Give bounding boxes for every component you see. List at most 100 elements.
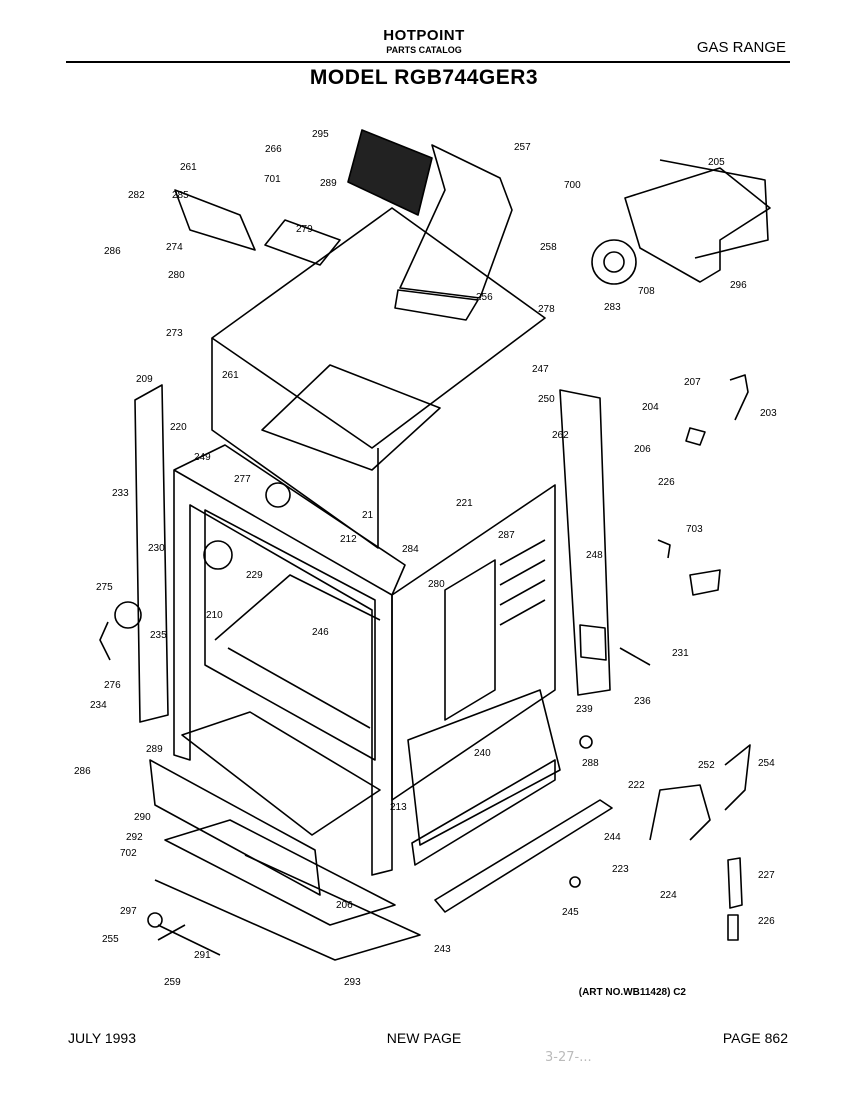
callout-label: 280 <box>428 579 445 590</box>
callout-label: 231 <box>672 648 689 659</box>
footer-date: JULY 1993 <box>68 1030 136 1046</box>
callout-label: 261 <box>180 162 197 173</box>
callout-label: 282 <box>128 190 145 201</box>
callout-label: 274 <box>166 242 183 253</box>
burner <box>591 239 637 285</box>
callout-label: 700 <box>564 180 581 191</box>
callout-label: 240 <box>474 748 491 759</box>
left-trim <box>134 384 169 723</box>
callout-label: 284 <box>402 544 419 555</box>
catalog-subtitle: PARTS CATALOG <box>386 45 462 55</box>
callout-label: 21 <box>362 510 374 521</box>
callout-label: 257 <box>514 142 531 153</box>
callout-label: 227 <box>758 870 775 881</box>
callout-label: 203 <box>760 408 777 419</box>
callout-label: 256 <box>476 292 493 303</box>
vent-duct <box>399 144 513 299</box>
callout-label: 233 <box>112 488 129 499</box>
callout-label: 210 <box>206 610 223 621</box>
callout-label: 286 <box>104 246 121 257</box>
bottom-pan <box>164 819 396 926</box>
callout-label: 287 <box>498 530 515 541</box>
callout-label: 207 <box>684 377 701 388</box>
callout-label: 230 <box>148 543 165 554</box>
callout-label: 248 <box>586 550 603 561</box>
callout-label: 285 <box>172 190 189 201</box>
callout-label: 226 <box>758 916 775 927</box>
callout-label: 254 <box>758 758 775 769</box>
callout-label: 252 <box>698 760 715 771</box>
callout-label: 277 <box>234 474 251 485</box>
knob <box>114 601 142 629</box>
side-trim <box>559 389 611 696</box>
callout-label: 236 <box>634 696 651 707</box>
callout-label: 296 <box>730 280 747 291</box>
base-frame <box>154 854 421 961</box>
callout-label: 220 <box>170 422 187 433</box>
brand-title: HOTPOINT <box>383 27 465 44</box>
footer-note: NEW PAGE <box>386 1030 462 1046</box>
callout-label: 295 <box>312 129 329 140</box>
callout-label: 297 <box>120 906 137 917</box>
handwritten-mark: 3-27-... <box>545 1050 592 1065</box>
callout-label: 258 <box>540 242 557 253</box>
callout-label: 234 <box>90 700 107 711</box>
category-label: GAS RANGE <box>696 39 786 56</box>
callout-label: 703 <box>686 524 703 535</box>
callout-label: 291 <box>194 950 211 961</box>
side-panel <box>391 484 556 801</box>
callout-label: 283 <box>604 302 621 313</box>
callout-label: 213 <box>390 802 407 813</box>
callout-label: 206 <box>336 900 353 911</box>
callout-label: 247 <box>532 364 549 375</box>
top-panel-recess <box>261 364 441 471</box>
callout-label: 261 <box>222 370 239 381</box>
callout-labels: 295 257 266 261 701 289 205 282 285 279 … <box>74 129 777 988</box>
callout-label: 244 <box>604 832 621 843</box>
callout-label: 250 <box>538 394 555 405</box>
oven-cavity <box>204 509 376 761</box>
callout-label: 293 <box>344 977 361 988</box>
callout-label: 243 <box>434 944 451 955</box>
callout-label: 266 <box>265 144 282 155</box>
callout-label: 204 <box>642 402 659 413</box>
broiler-drawer <box>181 711 381 836</box>
callout-label: 245 <box>562 907 579 918</box>
callout-label: 288 <box>582 758 599 769</box>
callout-label: 255 <box>102 934 119 945</box>
callout-label: 702 <box>120 848 137 859</box>
model-title: MODEL RGB744GER3 <box>309 66 539 89</box>
callout-label: 239 <box>576 704 593 715</box>
callout-label: 205 <box>708 157 725 168</box>
rear-panel <box>211 338 379 549</box>
callout-label: 292 <box>126 832 143 843</box>
callout-label: 226 <box>658 477 675 488</box>
footer-page: PAGE 862 <box>722 1030 788 1046</box>
base-rail <box>434 799 613 913</box>
callout-label: 273 <box>166 328 183 339</box>
callout-label: 259 <box>164 977 181 988</box>
callout-label: 701 <box>264 174 281 185</box>
callout-label: 279 <box>296 224 313 235</box>
callout-label: 275 <box>96 582 113 593</box>
header-rule <box>66 61 790 63</box>
callout-label: 262 <box>552 430 569 441</box>
callout-label: 206 <box>634 444 651 455</box>
callout-label: 249 <box>194 452 211 463</box>
callout-label: 229 <box>246 570 263 581</box>
callout-label: 280 <box>168 270 185 281</box>
callout-label: 708 <box>638 286 655 297</box>
callout-label: 235 <box>150 630 167 641</box>
body-frame <box>173 469 393 876</box>
top-panel <box>211 207 546 449</box>
callout-label: 224 <box>660 890 677 901</box>
callout-label: 221 <box>456 498 473 509</box>
callout-label: 289 <box>320 178 337 189</box>
callout-label: 289 <box>146 744 163 755</box>
callout-label: 276 <box>104 680 121 691</box>
callout-label: 286 <box>74 766 91 777</box>
callout-label: 222 <box>628 780 645 791</box>
callout-label: 212 <box>340 534 357 545</box>
callout-label: 209 <box>136 374 153 385</box>
